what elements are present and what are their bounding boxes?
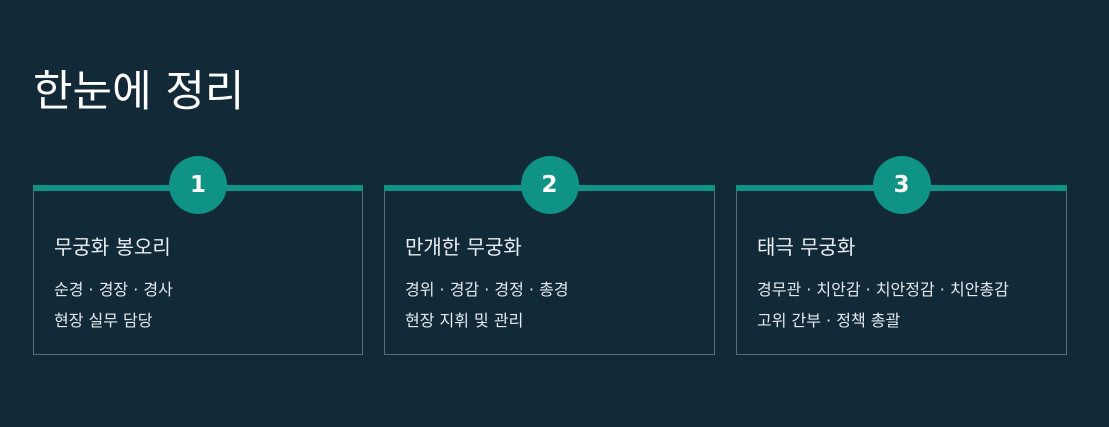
summary-card-3: 3 태극 무궁화 경무관 · 치안감 · 치안정감 · 치안총감 고위 간부 ·…: [736, 156, 1067, 355]
card-title: 태극 무궁화: [757, 235, 856, 259]
card-ranks: 경무관 · 치안감 · 치안정감 · 치안총감: [757, 280, 1009, 299]
step-number-badge: 3: [872, 156, 931, 214]
card-title: 만개한 무궁화: [405, 235, 522, 259]
summary-card-1: 1 무궁화 봉오리 순경 · 경장 · 경사 현장 실무 담당: [33, 156, 363, 355]
card-role: 현장 실무 담당: [54, 311, 153, 330]
card-title: 무궁화 봉오리: [54, 235, 171, 259]
step-number-badge: 1: [169, 156, 227, 214]
page-title: 한눈에 정리: [33, 67, 245, 117]
card-role: 현장 지휘 및 관리: [405, 311, 524, 330]
card-role: 고위 간부 · 정책 총괄: [757, 311, 901, 330]
card-ranks: 순경 · 경장 · 경사: [54, 280, 173, 299]
step-number-badge: 2: [520, 156, 579, 214]
summary-card-2: 2 만개한 무궁화 경위 · 경감 · 경정 · 총경 현장 지휘 및 관리: [384, 156, 715, 355]
card-ranks: 경위 · 경감 · 경정 · 총경: [405, 280, 569, 299]
